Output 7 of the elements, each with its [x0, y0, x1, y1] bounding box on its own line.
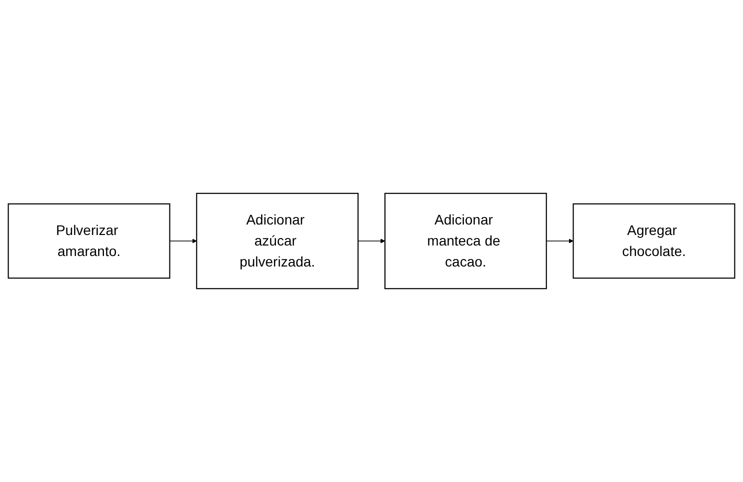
arrow [169, 238, 197, 244]
node-box: Pulverizar amaranto. [8, 203, 170, 279]
arrow [358, 238, 386, 244]
node-box: Adicionar manteca de cacao. [384, 192, 547, 290]
arrow [546, 238, 574, 244]
node-box: Agregar chocolate. [572, 203, 736, 279]
node-box: Adicionar azúcar pulverizada. [196, 192, 359, 290]
